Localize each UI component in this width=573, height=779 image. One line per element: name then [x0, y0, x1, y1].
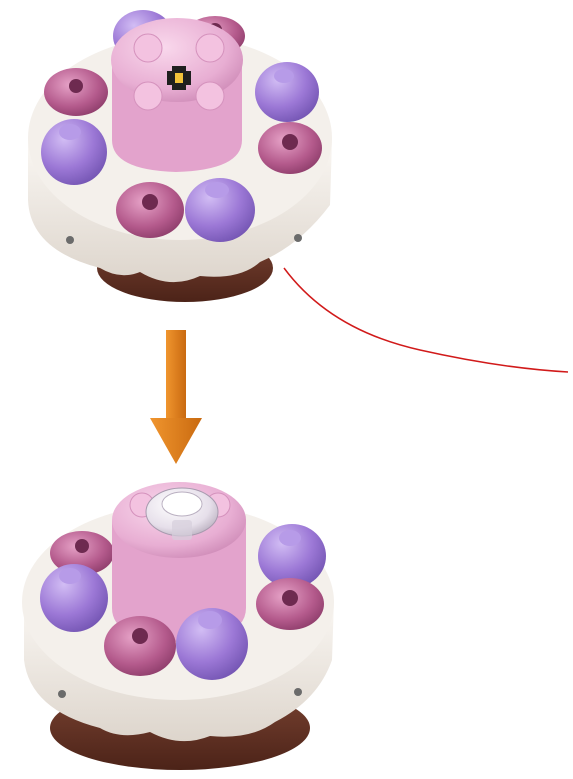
frosting-hole [294, 234, 302, 242]
callout-line-icon [284, 268, 568, 372]
tower-stud [196, 34, 224, 62]
cake-after [22, 482, 334, 770]
tower-stud [134, 82, 162, 110]
lavender-cupcake [40, 564, 108, 632]
frosting-hole [294, 688, 302, 696]
tower-stud [134, 34, 162, 62]
cake-before [28, 10, 332, 302]
magenta-flower [256, 578, 324, 630]
magenta-flower [258, 122, 322, 174]
magenta-flower [104, 616, 176, 676]
lavender-cupcake [185, 178, 255, 242]
frosting-hole [66, 236, 74, 244]
frosting-hole [58, 690, 66, 698]
magenta-flower [44, 68, 108, 116]
lavender-cupcake [176, 608, 248, 680]
tower-stud [196, 82, 224, 110]
pink-tower [111, 18, 243, 172]
magenta-flower [116, 182, 184, 238]
down-arrow-icon [150, 330, 202, 464]
lavender-cupcake [255, 62, 319, 122]
lavender-cupcake [41, 119, 107, 185]
